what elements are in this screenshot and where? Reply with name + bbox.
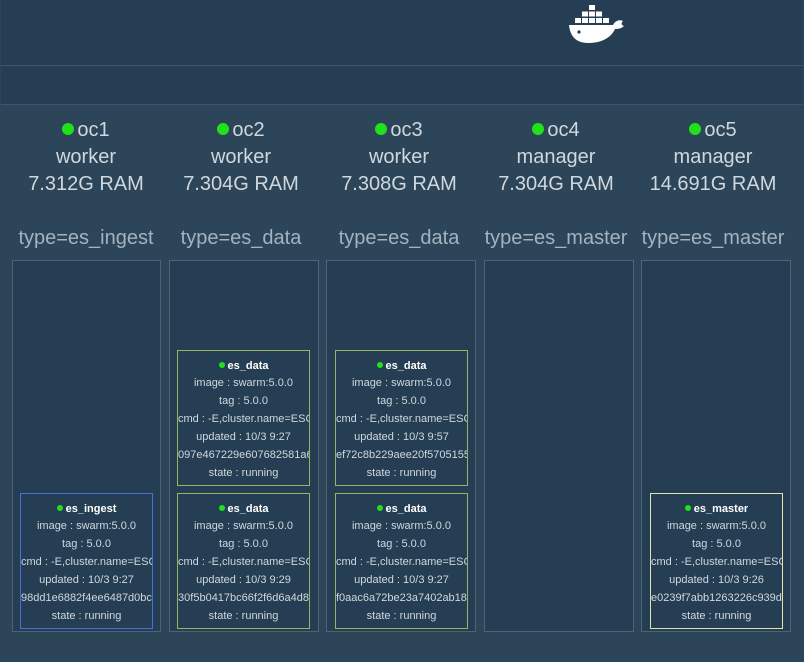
- task-image: image : swarm:5.0.0: [193, 520, 294, 532]
- status-dot-icon: [62, 123, 75, 135]
- node-role: manager: [516, 146, 596, 168]
- task-id: 98dd1e6882f4ee6487d0bc4: [21, 592, 153, 604]
- task-id: 30f5b0417bc66f2f6d6a4d8: [178, 592, 309, 604]
- task-tag: tag : 5.0.0: [692, 538, 741, 550]
- node-ram: 7.304G RAM: [183, 173, 299, 195]
- task-cmd: cmd : -E,cluster.name=ESCo: [651, 556, 783, 568]
- task-tag: tag : 5.0.0: [62, 538, 111, 550]
- status-dot-icon: [218, 362, 225, 368]
- node-role: worker: [368, 146, 429, 168]
- task-name-label: es_data: [227, 360, 269, 372]
- task-cmd: cmd : -E,cluster.name=ESCo: [336, 413, 468, 425]
- node-type-label: type=es_data: [338, 227, 460, 249]
- task-updated: updated : 10/3 9:27: [196, 431, 291, 443]
- node-name-label: oc2: [232, 119, 265, 141]
- status-dot-icon: [217, 123, 230, 135]
- task-id: 097e467229e607682581a62: [178, 449, 310, 461]
- status-dot-icon: [532, 123, 545, 135]
- status-dot-icon: [376, 362, 383, 368]
- status-dot-icon: [684, 505, 691, 511]
- status-dot-icon: [376, 505, 383, 511]
- task-state: state : running: [681, 610, 752, 622]
- task-card-es-master[interactable]: es_master image : swarm:5.0.0 tag : 5.0.…: [650, 493, 783, 629]
- node-name-label: oc3: [390, 119, 423, 141]
- task-name: es_data: [178, 501, 309, 517]
- task-image: image : swarm:5.0.0: [36, 520, 137, 532]
- task-state: state : running: [208, 467, 279, 479]
- task-cmd: cmd : -E,cluster.name=ESCo: [178, 413, 310, 425]
- task-card-es-data[interactable]: es_data image : swarm:5.0.0 tag : 5.0.0 …: [335, 493, 468, 629]
- node-name-label: oc1: [77, 119, 110, 141]
- task-name-label: es_data: [385, 503, 427, 515]
- task-updated: updated : 10/3 9:26: [669, 574, 764, 586]
- task-name: es_data: [336, 501, 467, 517]
- status-dot-icon: [56, 505, 63, 511]
- cluster-view: oc1 worker 7.312G RAM type=es_ingest oc2…: [0, 105, 804, 662]
- node-type-label: type=es_master: [484, 227, 628, 249]
- task-state: state : running: [366, 610, 437, 622]
- node-name: oc1: [7, 119, 165, 141]
- node-role: worker: [210, 146, 271, 168]
- node-name: oc5: [634, 119, 792, 141]
- header-bar: [1, 0, 803, 66]
- task-card-es-data[interactable]: es_data image : swarm:5.0.0 tag : 5.0.0 …: [177, 493, 310, 629]
- node-name: oc3: [320, 119, 478, 141]
- node-ram: 7.308G RAM: [341, 173, 457, 195]
- node-ram: 7.312G RAM: [28, 173, 144, 195]
- node-name: oc2: [162, 119, 320, 141]
- node-name-label: oc5: [704, 119, 737, 141]
- task-updated: updated : 10/3 9:27: [354, 574, 449, 586]
- node-type-label: type=es_master: [641, 227, 785, 249]
- task-name-label: es_data: [227, 503, 269, 515]
- task-tag: tag : 5.0.0: [219, 538, 268, 550]
- task-cmd: cmd : -E,cluster.name=ESCo: [21, 556, 153, 568]
- task-card-es-data[interactable]: es_data image : swarm:5.0.0 tag : 5.0.0 …: [177, 350, 310, 486]
- task-updated: updated : 10/3 9:27: [39, 574, 134, 586]
- task-name: es_data: [336, 358, 467, 374]
- task-tag: tag : 5.0.0: [219, 395, 268, 407]
- task-name: es_ingest: [21, 501, 152, 517]
- task-updated: updated : 10/3 9:29: [196, 574, 291, 586]
- task-name-label: es_ingest: [65, 503, 117, 515]
- task-updated: updated : 10/3 9:57: [354, 431, 449, 443]
- node-type-label: type=es_ingest: [18, 227, 154, 249]
- task-cmd: cmd : -E,cluster.name=ESCo: [178, 556, 310, 568]
- task-state: state : running: [51, 610, 122, 622]
- task-name-label: es_master: [693, 503, 749, 515]
- docker-whale-icon: [569, 5, 624, 43]
- status-dot-icon: [689, 123, 702, 135]
- task-id: ef72c8b229aee20f5705155: [336, 449, 468, 461]
- task-card-es-ingest[interactable]: es_ingest image : swarm:5.0.0 tag : 5.0.…: [20, 493, 153, 629]
- toolbar-strip: [1, 66, 803, 105]
- task-state: state : running: [208, 610, 279, 622]
- task-card-es-data[interactable]: es_data image : swarm:5.0.0 tag : 5.0.0 …: [335, 350, 468, 486]
- node-name: oc4: [477, 119, 635, 141]
- task-image: image : swarm:5.0.0: [666, 520, 767, 532]
- status-dot-icon: [375, 123, 388, 135]
- task-name: es_master: [651, 501, 782, 517]
- task-tag: tag : 5.0.0: [377, 538, 426, 550]
- node-ram: 7.304G RAM: [498, 173, 614, 195]
- task-id: f0aac6a72be23a7402ab185: [336, 592, 468, 604]
- task-id: e0239f7abb1263226c939dc: [651, 592, 783, 604]
- status-dot-icon: [218, 505, 225, 511]
- task-image: image : swarm:5.0.0: [351, 520, 452, 532]
- task-image: image : swarm:5.0.0: [193, 377, 294, 389]
- node-name-label: oc4: [547, 119, 580, 141]
- task-image: image : swarm:5.0.0: [351, 377, 452, 389]
- task-name: es_data: [178, 358, 309, 374]
- task-name-label: es_data: [385, 360, 427, 372]
- node-type-label: type=es_data: [180, 227, 302, 249]
- node-ram: 14.691G RAM: [649, 173, 777, 195]
- node-role: manager: [673, 146, 753, 168]
- task-state: state : running: [366, 467, 437, 479]
- task-cmd: cmd : -E,cluster.name=ESCo: [336, 556, 468, 568]
- node-role: worker: [55, 146, 116, 168]
- task-tag: tag : 5.0.0: [377, 395, 426, 407]
- node-column-oc4: [484, 260, 634, 632]
